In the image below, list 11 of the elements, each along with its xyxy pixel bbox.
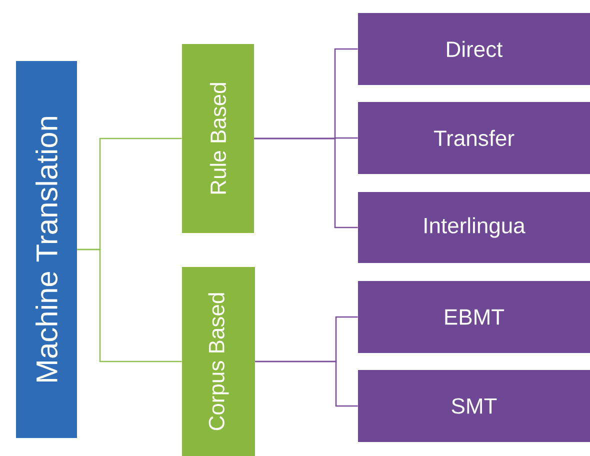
leaf-box: SMT [358,370,590,442]
bracket-connector [254,138,358,228]
category-bar: Rule Based [182,44,254,233]
leaf-box: Transfer [358,102,590,174]
leaf-box: EBMT [358,281,590,353]
title-bar: Machine Translation [16,61,77,438]
leaf-box: Interlingua [358,192,590,263]
leaf-box: Direct [358,13,590,85]
bracket-connector [255,360,358,407]
bracket-connector [77,248,182,362]
category-bar: Corpus Based [182,267,255,456]
